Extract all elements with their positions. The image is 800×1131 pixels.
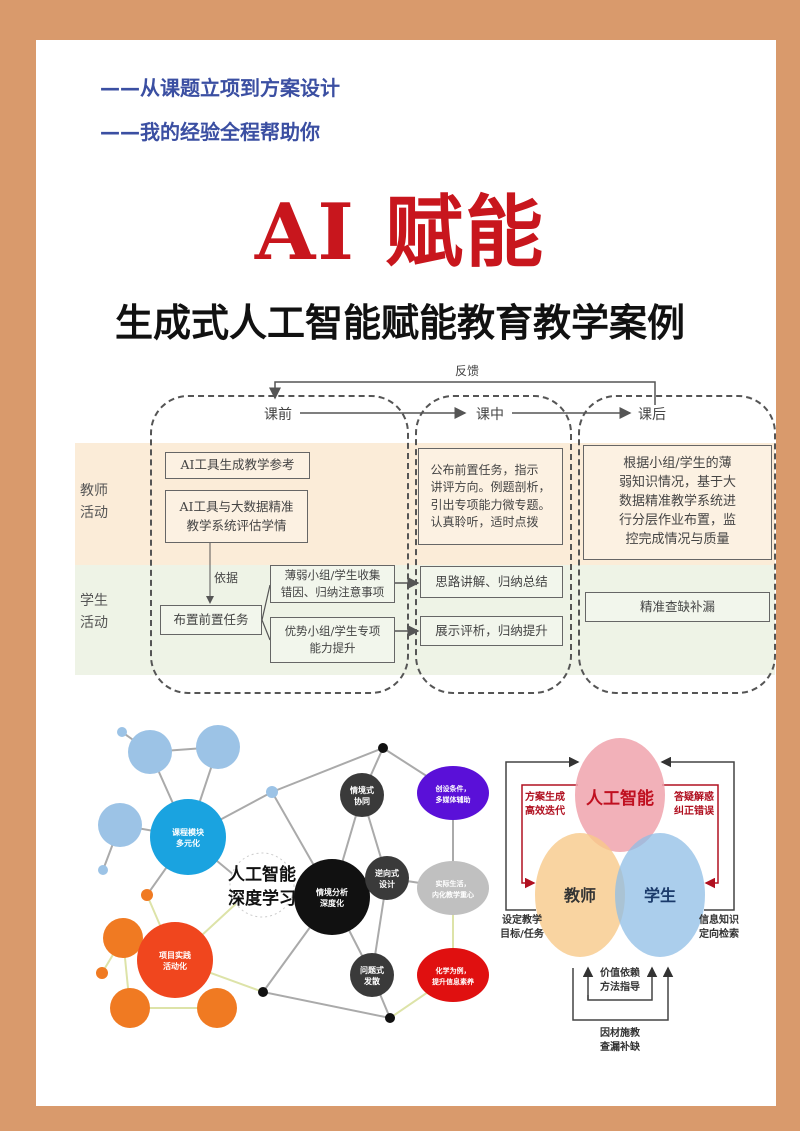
node-small-blue-2 bbox=[98, 865, 108, 875]
teacher-activity-label: 教师 活动 bbox=[80, 483, 108, 522]
box-weak-group: 薄弱小组/学生收集 错因、归纳注意事项 bbox=[270, 565, 395, 603]
node-text: 提升信息素养 bbox=[431, 977, 474, 986]
venn-student-circle bbox=[615, 833, 705, 957]
node-black-dot-3 bbox=[385, 1013, 395, 1023]
venn-note: 方法指导 bbox=[600, 980, 640, 993]
node-text: 活动化 bbox=[163, 961, 187, 971]
main-title: 生成式人工智能赋能教育教学案例 bbox=[114, 301, 685, 345]
venn-ai-label: 人工智能 bbox=[586, 788, 654, 809]
node-text: 实际生活， bbox=[436, 879, 471, 888]
node-light-blue-2 bbox=[196, 725, 240, 769]
node-text: 内化教学重心 bbox=[432, 890, 474, 899]
node-text: 情境分析 bbox=[315, 887, 348, 897]
node-dark-1 bbox=[340, 773, 384, 817]
box-after-student: 精准查缺补漏 bbox=[585, 592, 770, 622]
venn-note: 价值依赖 bbox=[600, 966, 640, 979]
venn-teacher-circle bbox=[535, 833, 625, 957]
venn-note: 因材施教 bbox=[600, 1026, 641, 1039]
venn-note: 答疑解惑 bbox=[673, 790, 714, 803]
node-orange-main bbox=[137, 922, 213, 998]
venn-student-label: 学生 bbox=[644, 886, 676, 905]
stage-label-during: 课中 bbox=[476, 407, 504, 423]
network-nodes bbox=[96, 725, 489, 1028]
basis-label: 依据 bbox=[214, 571, 239, 585]
node-text: 课程模块 bbox=[172, 827, 205, 837]
box-in-class-teacher: 公布前置任务，指示 讲评方向。例题剖析， 引出专项能力微专题。 认真聆听，适时点… bbox=[418, 448, 563, 545]
box-explain: 思路讲解、归纳总结 bbox=[420, 566, 563, 598]
node-gray bbox=[417, 861, 489, 915]
node-text: 多元化 bbox=[176, 838, 200, 848]
venn-note: 定向检索 bbox=[699, 927, 739, 940]
box-ai-assess: AI工具与大数据精准 教学系统评估学情 bbox=[165, 490, 308, 543]
node-small-orange-2 bbox=[96, 967, 108, 979]
stage-label-after: 课后 bbox=[638, 407, 666, 423]
stage-column-after bbox=[578, 395, 776, 694]
node-text: 创设条件， bbox=[435, 784, 471, 793]
student-activity-label: 学生 活动 bbox=[80, 593, 108, 632]
node-light-blue-1 bbox=[128, 730, 172, 774]
node-purple bbox=[417, 766, 489, 820]
center-halo bbox=[229, 852, 295, 918]
node-small-orange bbox=[141, 889, 153, 901]
venn-note: 纠正错误 bbox=[674, 804, 715, 817]
node-text: 发散 bbox=[363, 976, 381, 986]
stage-label-before: 课前 bbox=[264, 407, 292, 423]
venn-note: 目标/任务 bbox=[500, 927, 545, 940]
node-text: 化学为例， bbox=[436, 966, 471, 975]
stage-column-during bbox=[415, 395, 572, 694]
venn-note: 查漏补缺 bbox=[599, 1040, 641, 1053]
venn-note: 信息知识 bbox=[699, 913, 739, 926]
node-black-dot-2 bbox=[258, 987, 268, 997]
node-text: 协同 bbox=[354, 796, 370, 806]
node-blue-main bbox=[150, 799, 226, 875]
venn-note: 高效迭代 bbox=[525, 804, 565, 817]
node-small-blue-3 bbox=[266, 786, 278, 798]
node-orange-1 bbox=[103, 918, 143, 958]
venn-ai-circle bbox=[575, 738, 665, 852]
box-ai-reference: AI工具生成教学参考 bbox=[165, 452, 310, 479]
node-text: 设计 bbox=[379, 879, 395, 889]
subtitle-line-2: ——我的经验全程帮助你 bbox=[100, 120, 320, 144]
node-text: 深度化 bbox=[320, 898, 344, 908]
box-present: 展示评析，归纳提升 bbox=[420, 616, 563, 646]
node-black-dot-1 bbox=[378, 743, 388, 753]
node-orange-3 bbox=[197, 988, 237, 1028]
node-dark-3 bbox=[350, 953, 394, 997]
node-light-blue-3 bbox=[98, 803, 142, 847]
box-strong-group: 优势小组/学生专项 能力提升 bbox=[270, 617, 395, 663]
box-pre-task: 布置前置任务 bbox=[160, 605, 262, 635]
node-black-main bbox=[294, 859, 370, 935]
venn-note: 设定教学 bbox=[502, 913, 542, 926]
center-text-2: 深度学习 bbox=[228, 888, 296, 909]
venn-note: 方案生成 bbox=[525, 790, 565, 803]
node-text: 问题式 bbox=[360, 965, 384, 975]
node-small-blue bbox=[117, 727, 127, 737]
node-dark-2 bbox=[365, 856, 409, 900]
feedback-label: 反馈 bbox=[455, 364, 480, 378]
node-red bbox=[417, 948, 489, 1002]
venn-teacher-label: 教师 bbox=[564, 886, 596, 905]
node-text: 情境式 bbox=[349, 785, 374, 795]
center-text-1: 人工智能 bbox=[228, 864, 296, 885]
node-orange-2 bbox=[110, 988, 150, 1028]
hero-title: AI 赋能 bbox=[254, 187, 546, 278]
node-text: 逆向式 bbox=[375, 868, 399, 878]
box-after-teacher: 根据小组/学生的薄 弱知识情况，基于大 数据精准教学系统进 行分层作业布置，监 … bbox=[583, 445, 772, 560]
node-text: 项目实践 bbox=[159, 950, 191, 960]
stage-column-before bbox=[150, 395, 409, 694]
node-text: 多媒体辅助 bbox=[436, 795, 471, 804]
subtitle-line-1: ——从课题立项到方案设计 bbox=[100, 76, 340, 100]
